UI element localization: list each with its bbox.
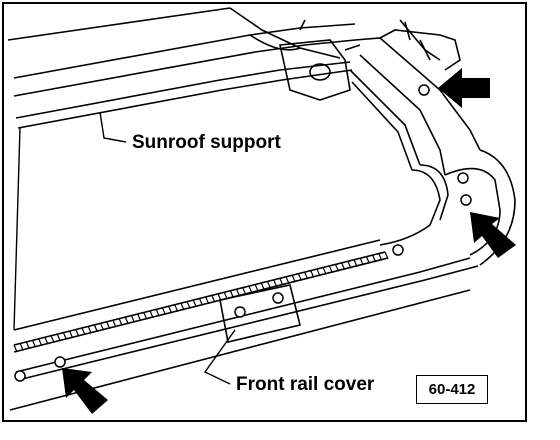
serration-tick [13, 344, 18, 353]
serration-tick [149, 310, 154, 319]
front-rail-cover-label: Front rail cover [236, 374, 375, 395]
serration-tick [365, 256, 371, 264]
serration-tick [304, 271, 309, 280]
serration-tick [378, 253, 383, 261]
leader-line-sunroof-support [99, 111, 127, 143]
screw-icon [457, 172, 469, 184]
sunroof-opening-left [13, 127, 21, 331]
serration-tick [100, 323, 105, 331]
serration-tick [254, 284, 259, 292]
serration-tick [155, 309, 160, 317]
serration-tick [310, 270, 315, 278]
serration-tick [50, 335, 55, 343]
serration-tick [38, 338, 43, 347]
serration-tick [106, 321, 111, 329]
leader-lines [99, 111, 236, 385]
serration-tick [186, 301, 191, 309]
serration-tick [93, 324, 98, 333]
upper-bracket [279, 19, 361, 101]
arrow-corner-right [470, 212, 516, 258]
serration-tick [174, 304, 179, 312]
front-rail-cover-plate [219, 284, 301, 343]
sunroof-support-label: Sunroof support [132, 132, 281, 153]
serration-tick [384, 251, 389, 260]
screw-icon [392, 244, 404, 256]
serration-tick [118, 318, 123, 326]
serration-tick [69, 330, 74, 339]
serration-tick [137, 313, 142, 322]
serration-tick [236, 288, 241, 297]
serration-tick [322, 267, 327, 275]
screw-icon [272, 292, 284, 304]
screw-icon [14, 370, 26, 382]
serration-tick [143, 312, 148, 320]
screw-icon [418, 84, 430, 96]
screw-icon [234, 306, 246, 318]
serration-tick [62, 332, 68, 340]
serration-tick [285, 276, 290, 285]
serration-tick [180, 302, 185, 311]
serration-tick [168, 306, 173, 314]
serration-tick [291, 275, 296, 283]
pointer-arrows [62, 68, 516, 414]
front-rail-serration [13, 251, 389, 353]
serration-tick [130, 315, 136, 323]
serration-tick [353, 259, 358, 267]
serration-tick [260, 282, 265, 291]
arrow-top-right [438, 68, 490, 108]
serration-tick [124, 316, 129, 325]
bracket-hole [309, 63, 331, 81]
right-side-rail [349, 19, 481, 176]
serration-tick [112, 319, 117, 328]
serration-tick [248, 285, 253, 294]
serration-tick [316, 268, 321, 277]
screw-icon [460, 194, 472, 206]
figure-frame [2, 2, 527, 422]
serration-tick [328, 265, 333, 274]
serration-tick [87, 326, 92, 334]
serration-tick [19, 343, 24, 351]
serration-tick [81, 327, 86, 336]
serration-tick [44, 337, 49, 345]
serration-tick [75, 329, 80, 337]
serration-tick [334, 264, 340, 272]
serration-tick [192, 299, 197, 308]
sunroof-support-upper-rail [7, 7, 356, 129]
figure-number-box: 60-412 [416, 375, 488, 404]
leader-line-front-rail-cover [203, 329, 236, 385]
serration-tick [266, 281, 272, 289]
screw-icon [54, 356, 66, 368]
serration-tick [25, 341, 30, 350]
serration-tick [205, 296, 210, 305]
serration-tick [198, 298, 204, 306]
serration-tick [279, 278, 284, 286]
serration-tick [359, 257, 364, 266]
serration-tick [347, 261, 352, 269]
serration-tick [211, 295, 216, 303]
serration-tick [242, 287, 247, 295]
serration-tick [297, 273, 302, 281]
serration-tick [341, 262, 346, 271]
serration-tick [372, 254, 377, 263]
figure-number: 60-412 [428, 381, 476, 398]
screws [14, 84, 472, 382]
serration-tick [56, 333, 61, 342]
serration-tick [273, 279, 278, 288]
serration-tick [31, 340, 37, 348]
arrow-bottom-left [62, 368, 108, 414]
serration-tick [161, 307, 166, 316]
